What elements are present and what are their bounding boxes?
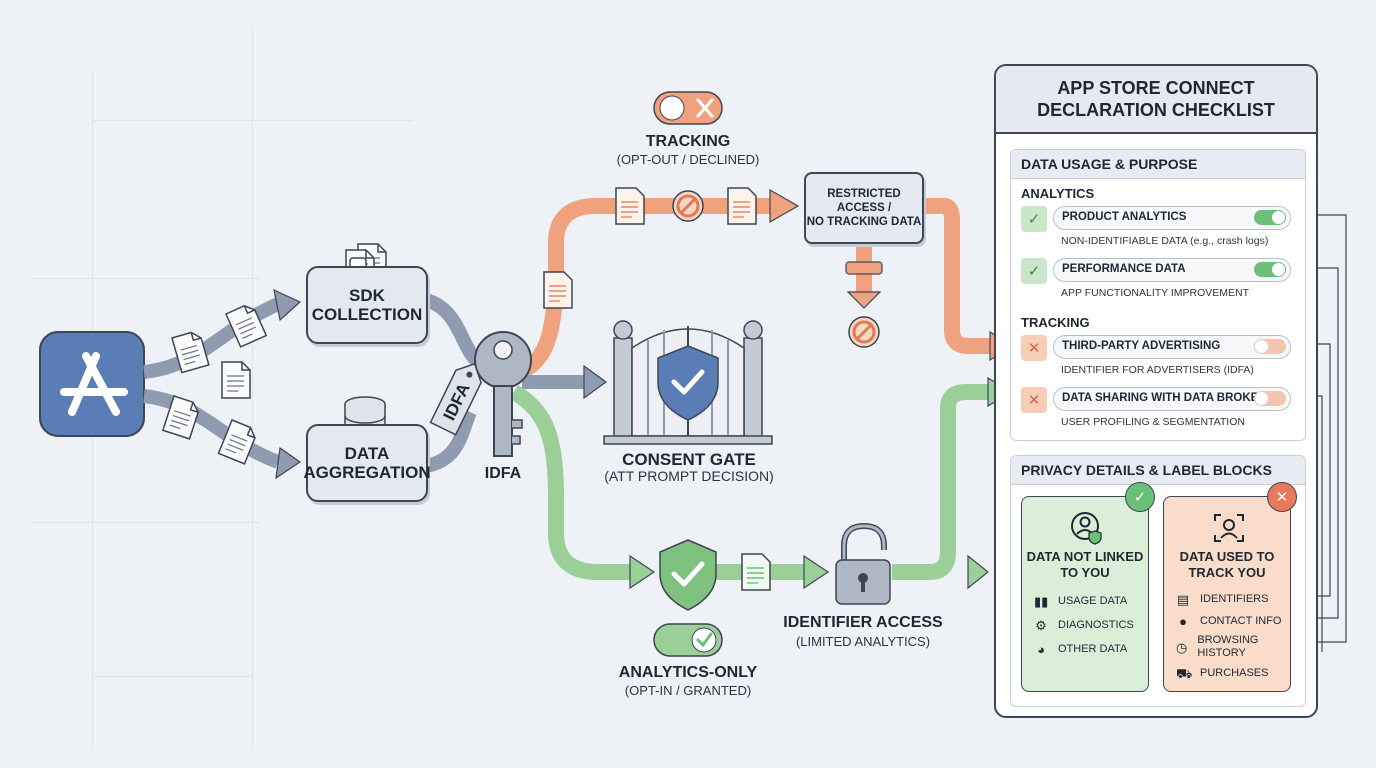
data-usage-title: DATA USAGE & PURPOSE xyxy=(1011,150,1305,179)
declaration-checklist-panel: APP STORE CONNECT DECLARATION CHECKLIST … xyxy=(994,64,1318,718)
toggle-off[interactable] xyxy=(1254,339,1286,354)
item-label: PERFORMANCE DATA xyxy=(1062,263,1186,275)
id-card-icon: ▤ xyxy=(1176,592,1190,607)
clock-icon: ◷ xyxy=(1176,639,1188,655)
list-item: ⛟PURCHASES xyxy=(1176,666,1269,681)
open-padlock-icon xyxy=(835,522,891,605)
data-document-icons xyxy=(162,301,267,465)
analytics-only-subtitle: (OPT-IN / GRANTED) xyxy=(624,683,752,698)
idfa-label: IDFA xyxy=(484,465,522,482)
item-label: PRODUCT ANALYTICS xyxy=(1062,211,1187,223)
list-item: ⚙DIAGNOSTICS xyxy=(1035,618,1134,633)
analytics-only-title: ANALYTICS-ONLY xyxy=(618,664,758,681)
face-scan-icon xyxy=(1214,514,1244,542)
cross-icon: ✕ xyxy=(1021,387,1047,413)
pie-chart-icon: ◕ xyxy=(1037,642,1045,657)
tracking-title: TRACKING xyxy=(645,133,731,150)
identifier-access-title: IDENTIFIER ACCESS xyxy=(783,614,943,631)
arrowhead-sdk xyxy=(273,288,302,322)
person-icon: ● xyxy=(1179,614,1187,629)
item-label: THIRD-PARTY ADVERTISING xyxy=(1062,340,1221,352)
sdk-collection-box: SDK COLLECTION xyxy=(306,266,428,344)
data-aggregation-box: DATA AGGREGATION xyxy=(303,424,431,502)
product-analytics-item[interactable]: PRODUCT ANALYTICS xyxy=(1053,206,1291,230)
tracked-title: DATA USED TO TRACK YOU xyxy=(1179,549,1275,580)
data-brokers-item[interactable]: DATA SHARING WITH DATA BROKERS xyxy=(1053,387,1291,411)
data-not-linked-card: DATA NOT LINKED TO YOU ▮▮USAGE DATA ⚙DIA… xyxy=(1021,496,1149,692)
toggle-off[interactable] xyxy=(1254,391,1286,406)
list-item: ◕OTHER DATA xyxy=(1034,643,1127,656)
check-badge-icon: ✓ xyxy=(1125,482,1155,512)
analytics-path xyxy=(509,385,632,580)
consent-gate-subtitle: (ATT PROMPT DECISION) xyxy=(604,468,774,484)
consent-gate-icon xyxy=(603,320,773,445)
bar-chart-icon: ▮▮ xyxy=(1034,594,1049,609)
privacy-details-section: PRIVACY DETAILS & LABEL BLOCKS DATA NOT … xyxy=(1010,455,1306,707)
list-item: ◷BROWSING HISTORY xyxy=(1176,634,1259,659)
list-item: ▤IDENTIFIERS xyxy=(1176,592,1269,607)
performance-data-item[interactable]: PERFORMANCE DATA xyxy=(1053,258,1291,282)
privacy-details-title: PRIVACY DETAILS & LABEL BLOCKS xyxy=(1011,456,1305,485)
item-description: NON-IDENTIFIABLE DATA (e.g., crash logs) xyxy=(1061,235,1269,247)
tracking-heading: TRACKING xyxy=(1021,315,1090,330)
analytics-heading: ANALYTICS xyxy=(1021,186,1095,201)
toggle-on[interactable] xyxy=(1254,262,1286,277)
user-shield-icon xyxy=(1071,512,1102,545)
gear-icon: ⚙ xyxy=(1035,618,1047,633)
app-store-icon xyxy=(39,331,145,437)
toggle-on[interactable] xyxy=(1254,210,1286,225)
cart-icon: ⛟ xyxy=(1176,666,1193,681)
arrow-app-to-aggregation xyxy=(143,389,281,469)
tracking-subtitle: (OPT-OUT / DECLINED) xyxy=(616,152,760,167)
checklist-title: APP STORE CONNECT DECLARATION CHECKLIST xyxy=(996,66,1316,134)
item-description: USER PROFILING & SEGMENTATION xyxy=(1061,416,1245,428)
data-used-to-track-card: DATA USED TO TRACK YOU ▤IDENTIFIERS ●CON… xyxy=(1163,496,1291,692)
list-item: ●CONTACT INFO xyxy=(1176,615,1281,628)
item-description: IDENTIFIER FOR ADVERTISERS (IDFA) xyxy=(1061,364,1254,376)
third-party-advertising-item[interactable]: THIRD-PARTY ADVERTISING xyxy=(1053,335,1291,359)
arrowhead-aggregation xyxy=(275,446,302,480)
not-linked-title: DATA NOT LINKED TO YOU xyxy=(1026,549,1144,580)
data-usage-section: DATA USAGE & PURPOSE ANALYTICS ✓ PRODUCT… xyxy=(1010,149,1306,441)
green-shield-icon xyxy=(659,539,717,611)
arrow-app-to-sdk xyxy=(143,297,281,379)
analytics-toggle xyxy=(653,623,723,657)
tracking-toggle xyxy=(653,91,723,125)
check-icon: ✓ xyxy=(1021,206,1047,232)
cross-icon: ✕ xyxy=(1021,335,1047,361)
cross-badge-icon: ✕ xyxy=(1267,482,1297,512)
check-icon: ✓ xyxy=(1021,258,1047,284)
item-label: DATA SHARING WITH DATA BROKERS xyxy=(1062,392,1275,404)
idfa-key-icon xyxy=(474,331,532,457)
restricted-access-box: RESTRICTED ACCESS / NO TRACKING DATA xyxy=(804,172,924,244)
item-description: APP FUNCTIONALITY IMPROVEMENT xyxy=(1061,287,1250,299)
identifier-access-subtitle: (LIMITED ANALYTICS) xyxy=(795,634,931,649)
list-item: ▮▮USAGE DATA xyxy=(1034,594,1128,609)
consent-gate-title: CONSENT GATE xyxy=(622,450,756,469)
